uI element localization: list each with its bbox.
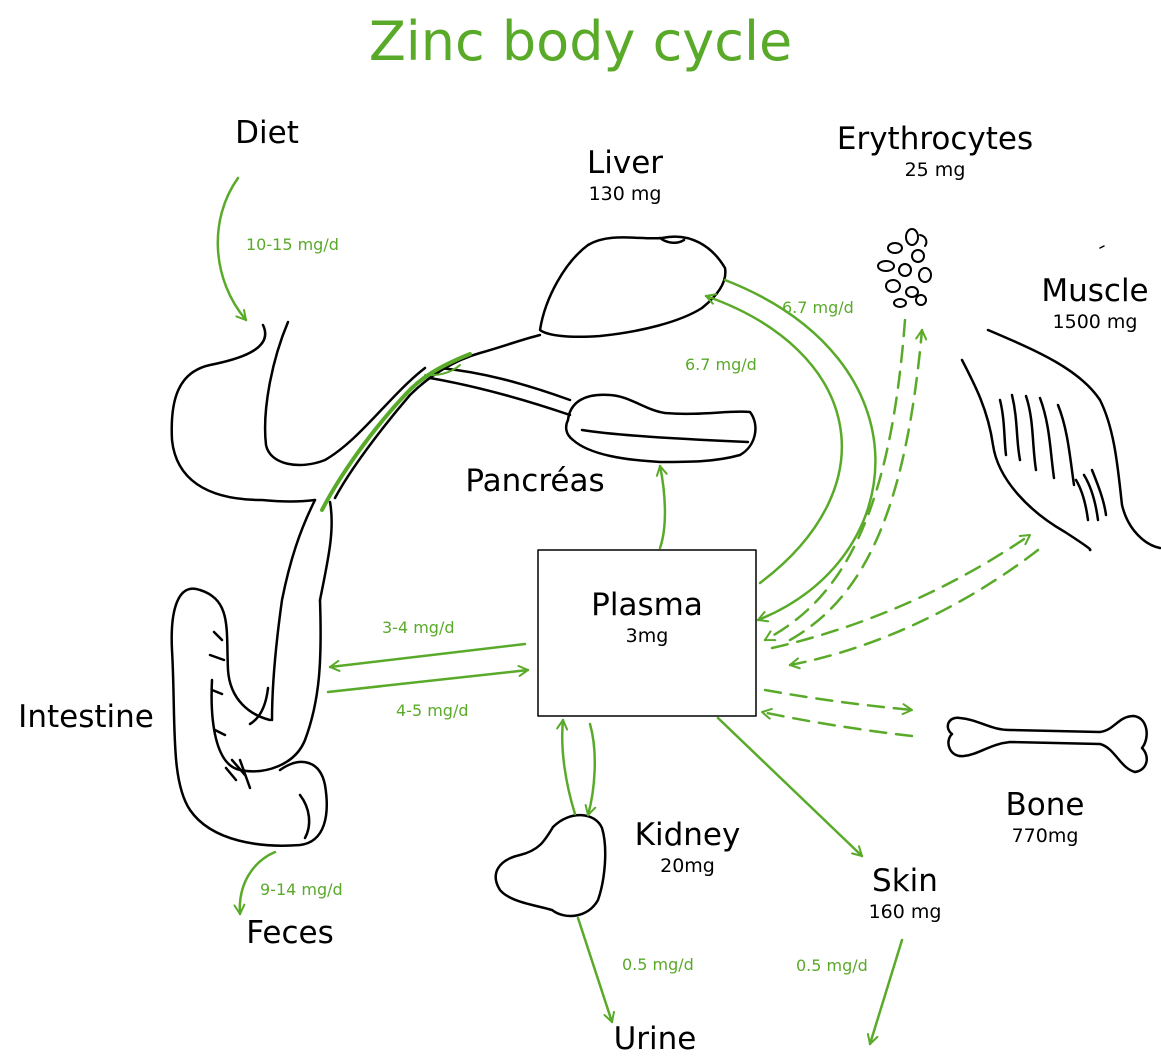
plasma-to-liver-rate: 6.7 mg/d [685, 357, 757, 373]
plasma-amount: 3mg [538, 626, 756, 647]
liver-amount: 130 mg [560, 184, 690, 205]
skin-label: Skin [845, 864, 965, 898]
plasma-node: Plasma 3mg [538, 588, 756, 647]
intestine-illustration [172, 589, 327, 846]
urinary-loss-arrow [578, 918, 612, 1022]
liver-illustration [540, 237, 725, 337]
diagram-title: Zinc body cycle [0, 12, 1161, 71]
kidney-node: Kidney 20mg [620, 818, 755, 877]
fecal-loss-rate: 9-14 mg/d [260, 882, 343, 898]
erythrocytes-illustration [878, 229, 931, 307]
pancreas-illustration [566, 395, 755, 462]
kidney-amount: 20mg [620, 856, 755, 877]
bone-illustration [948, 716, 1147, 772]
bone-amount: 770mg [980, 826, 1110, 847]
liver-label: Liver [560, 146, 690, 180]
plasma-to-intestine-arrow [330, 644, 525, 667]
diet-label: Diet [212, 116, 322, 150]
liver-node: Liver 130 mg [560, 146, 690, 205]
skin-amount: 160 mg [845, 902, 965, 923]
urinary-loss-rate: 0.5 mg/d [622, 957, 694, 973]
diet-intake-rate: 10-15 mg/d [246, 237, 339, 253]
intestine-label: Intestine [6, 700, 166, 734]
muscle-node: Muscle 1500 mg [1035, 274, 1155, 333]
erythrocytes-label: Erythrocytes [825, 122, 1045, 156]
intestine-to-plasma-rate: 4-5 mg/d [396, 703, 469, 719]
plasma-to-pancreas-arrow [660, 466, 665, 548]
erythrocytes-amount: 25 mg [825, 160, 1045, 181]
bone-to-plasma-arrow [762, 712, 912, 736]
kidney-illustration [496, 815, 605, 916]
kidney-label: Kidney [620, 818, 755, 852]
muscle-to-plasma-arrow [790, 550, 1038, 665]
plasma-to-kidney-arrow [588, 724, 595, 815]
pancreas-label: Pancréas [455, 464, 615, 498]
intestine-to-plasma-arrow [328, 670, 528, 692]
liver-to-plasma-rate: 6.7 mg/d [782, 300, 854, 316]
diet-intake-arrow [218, 178, 246, 320]
bone-label: Bone [980, 788, 1110, 822]
kidney-to-plasma-arrow [562, 720, 575, 814]
plasma-to-erythrocytes-arrow [790, 330, 922, 640]
muscle-amount: 1500 mg [1035, 312, 1155, 333]
plasma-to-bone-arrow [765, 690, 912, 710]
erythrocytes-node: Erythrocytes 25 mg [825, 122, 1045, 181]
feces-label: Feces [235, 916, 345, 950]
skin-loss-rate: 0.5 mg/d [796, 958, 868, 974]
skin-node: Skin 160 mg [845, 864, 965, 923]
muscle-illustration [962, 330, 1160, 550]
plasma-to-intestine-rate: 3-4 mg/d [382, 620, 455, 636]
bone-node: Bone 770mg [980, 788, 1110, 847]
erythrocytes-to-plasma-arrow [765, 320, 905, 640]
muscle-label: Muscle [1035, 274, 1155, 308]
plasma-label: Plasma [538, 588, 756, 622]
skin-loss-arrow [870, 940, 902, 1044]
duct-zinc-flow-line [322, 354, 470, 510]
urine-label: Urine [605, 1022, 705, 1056]
